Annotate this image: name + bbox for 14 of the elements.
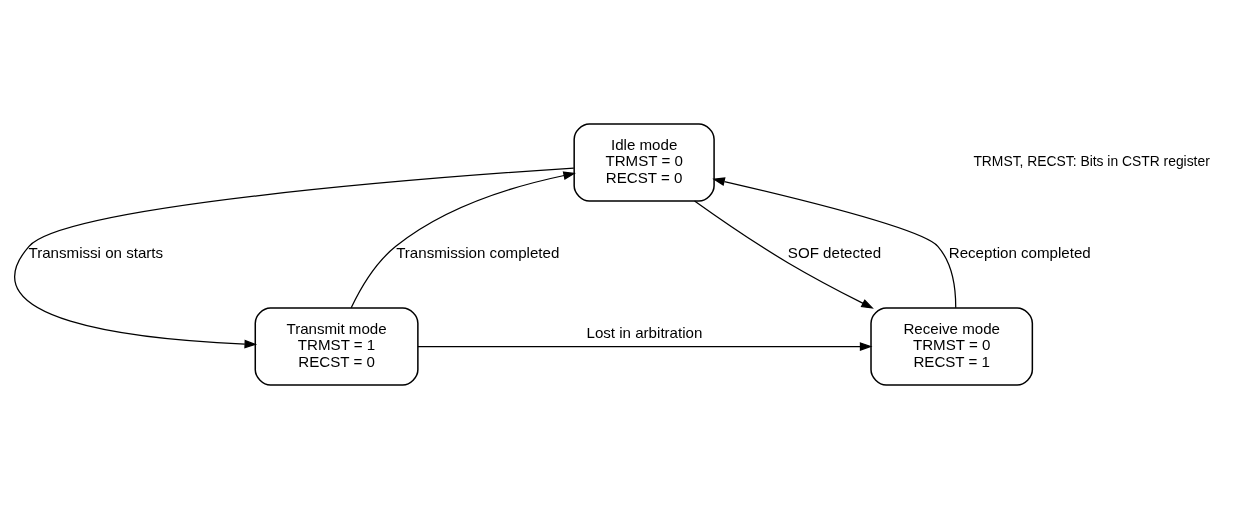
arrow [14,167,575,349]
edge-label: SOF detected [787,244,882,262]
node-box: Idle mode TRMST = 0 RECST = 0 [573,123,715,202]
edge-label: Transmission completed [396,244,560,262]
edge-label: Transmissi on starts [28,244,164,262]
edge-label: Reception completed [948,244,1091,262]
edge-label: Lost in arbitration [586,324,703,342]
arrow [350,171,576,309]
arrow [712,177,957,309]
arrow [417,342,873,351]
label: TRMST, RECST: Bits in CSTR register [973,153,1210,170]
node-box: Transmit mode TRMST = 1 RECST = 0 [254,307,419,386]
arrow [693,200,874,309]
node-box: Receive mode TRMST = 0 RECST = 1 [870,307,1034,386]
